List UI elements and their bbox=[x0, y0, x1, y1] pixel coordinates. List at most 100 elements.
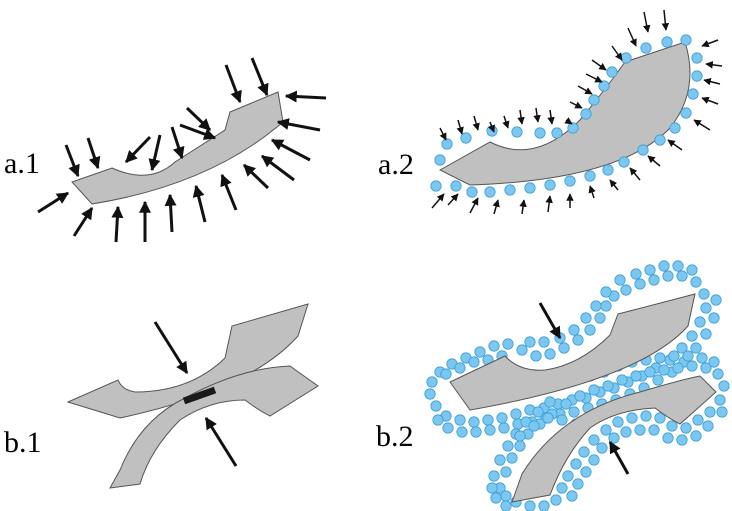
arrow bbox=[536, 108, 538, 122]
particle bbox=[525, 183, 535, 193]
arrow bbox=[252, 58, 267, 95]
particle bbox=[581, 467, 591, 477]
arrow bbox=[540, 303, 560, 338]
particle bbox=[663, 433, 673, 443]
particle bbox=[435, 155, 445, 165]
particle bbox=[489, 471, 499, 481]
panel-b2: b.2 bbox=[376, 261, 729, 511]
arrow bbox=[474, 116, 478, 130]
particle bbox=[621, 53, 631, 63]
particle bbox=[615, 275, 625, 285]
particle bbox=[695, 317, 705, 327]
particle bbox=[499, 423, 509, 433]
arrow bbox=[704, 80, 720, 84]
particle bbox=[475, 347, 485, 357]
arrow bbox=[172, 127, 182, 158]
particle bbox=[613, 417, 623, 427]
arrow bbox=[286, 96, 326, 98]
particle bbox=[641, 411, 651, 421]
arrow bbox=[196, 186, 205, 222]
arrow bbox=[226, 65, 240, 102]
particle bbox=[711, 295, 721, 305]
particle bbox=[677, 271, 687, 281]
panel-label-b1: b.1 bbox=[4, 426, 42, 459]
particle bbox=[621, 285, 631, 295]
particle bbox=[645, 265, 655, 275]
particle bbox=[501, 467, 511, 477]
particle bbox=[489, 341, 499, 351]
particle bbox=[692, 53, 702, 63]
particle bbox=[635, 279, 645, 289]
particle bbox=[571, 459, 581, 469]
arrow bbox=[38, 193, 68, 212]
arrow bbox=[702, 40, 718, 46]
particle bbox=[589, 435, 599, 445]
particle bbox=[443, 423, 453, 433]
particle bbox=[565, 176, 575, 186]
particle bbox=[705, 407, 715, 417]
particle bbox=[691, 431, 701, 441]
particle bbox=[543, 413, 553, 423]
particle bbox=[517, 345, 527, 355]
particle bbox=[581, 109, 591, 119]
particle bbox=[512, 127, 522, 137]
particle bbox=[531, 351, 541, 361]
particle bbox=[709, 357, 719, 367]
particle bbox=[641, 43, 651, 53]
particle bbox=[609, 433, 619, 443]
particle bbox=[471, 427, 481, 437]
particle bbox=[552, 128, 562, 138]
arrow bbox=[74, 208, 92, 236]
particle bbox=[649, 275, 659, 285]
arrow bbox=[222, 175, 236, 210]
particle bbox=[691, 277, 701, 287]
particle bbox=[603, 381, 613, 391]
particle bbox=[485, 425, 495, 435]
panel-label-a1: a.1 bbox=[4, 147, 40, 180]
particle bbox=[635, 425, 645, 435]
particle bbox=[715, 395, 725, 405]
particle bbox=[507, 453, 517, 463]
arrow bbox=[272, 140, 310, 160]
particle bbox=[511, 409, 521, 419]
particle bbox=[669, 351, 679, 361]
particle bbox=[487, 483, 497, 493]
arrow bbox=[610, 180, 618, 190]
arrow bbox=[206, 418, 236, 466]
particle bbox=[589, 385, 599, 395]
arrow bbox=[520, 110, 522, 124]
particle bbox=[575, 391, 585, 401]
particle bbox=[717, 407, 727, 417]
particle bbox=[701, 329, 711, 339]
arrow bbox=[578, 86, 592, 94]
particle bbox=[501, 491, 511, 501]
particle bbox=[431, 181, 441, 191]
particle bbox=[469, 357, 479, 367]
particle bbox=[673, 363, 683, 373]
particle bbox=[559, 343, 569, 353]
particle bbox=[568, 123, 578, 133]
particle bbox=[645, 367, 655, 377]
particle bbox=[681, 423, 691, 433]
arrow bbox=[628, 28, 636, 46]
arrow bbox=[570, 102, 582, 108]
particle bbox=[505, 185, 515, 195]
particle bbox=[563, 471, 573, 481]
lower-plate-b1 bbox=[110, 366, 318, 488]
particle bbox=[617, 375, 627, 385]
arrow bbox=[504, 116, 508, 128]
arrow bbox=[180, 125, 215, 138]
arrow bbox=[706, 64, 722, 66]
particle bbox=[659, 365, 669, 375]
arrow bbox=[522, 200, 524, 214]
arrow bbox=[187, 108, 210, 130]
arrow bbox=[586, 74, 602, 82]
particle bbox=[483, 415, 493, 425]
particle bbox=[649, 425, 659, 435]
particle bbox=[703, 421, 713, 431]
particle bbox=[455, 415, 465, 425]
particle bbox=[585, 171, 595, 181]
particle bbox=[551, 495, 561, 505]
arrow bbox=[432, 194, 444, 208]
